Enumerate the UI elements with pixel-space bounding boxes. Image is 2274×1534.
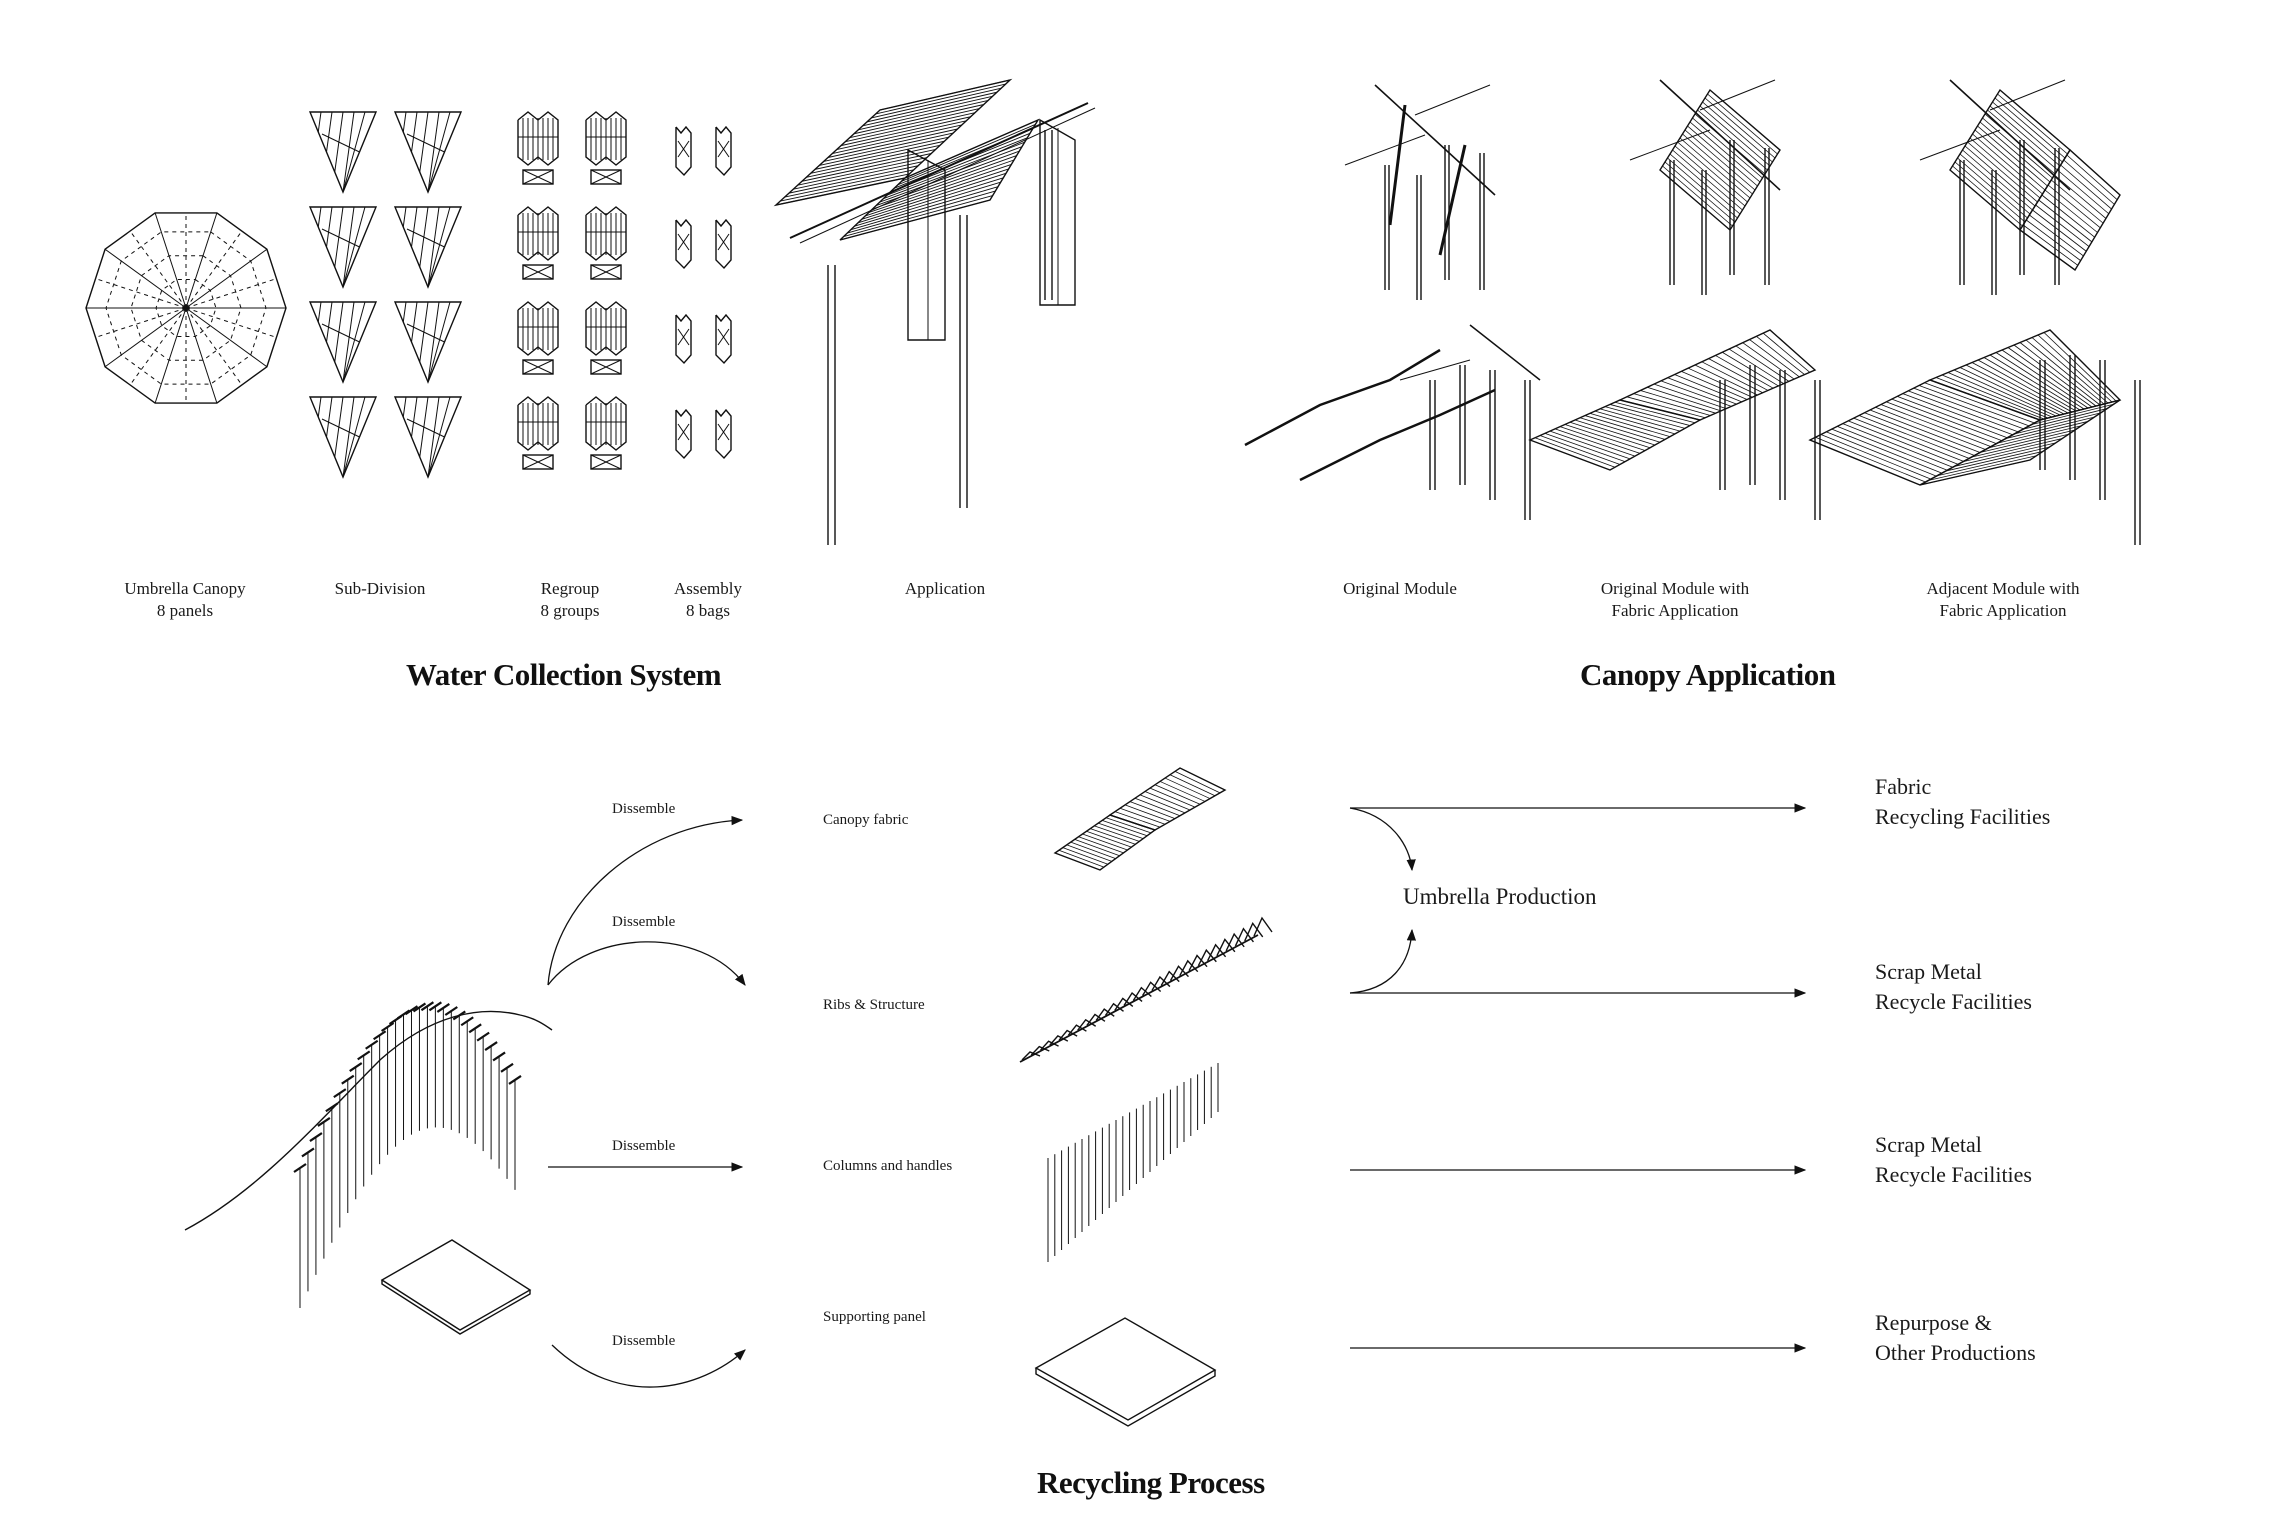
umbrella-production-label: Umbrella Production — [1403, 884, 1597, 909]
dissemble-label-1: Dissemble — [612, 801, 676, 817]
original-module-label: Original Module — [1343, 579, 1457, 598]
dissemble-arrow-1 — [547, 815, 744, 986]
recycling-process-title: Recycling Process — [1037, 1465, 1265, 1500]
dissemble-arrow-2 — [547, 941, 746, 986]
original-module-top — [1344, 84, 1496, 300]
step-sub-division-label: Sub-Division — [334, 579, 426, 598]
original-module-fabric-top — [1629, 79, 1781, 295]
component-canopy-fabric: Canopy fabric — [823, 812, 909, 828]
dissemble-arrow-4 — [551, 1344, 746, 1388]
water-collection-title: Water Collection System — [406, 657, 722, 692]
columns-handles-component — [1047, 1063, 1219, 1262]
to-umbrella-production-arrow — [1349, 807, 1416, 872]
canopy-application-title: Canopy Application — [1580, 657, 1836, 692]
step-application-label: Application — [904, 579, 986, 598]
assembly-drawing — [675, 125, 732, 460]
regroup-drawing — [517, 111, 627, 470]
application-drawing — [773, 78, 1096, 545]
original-module-fabric-bottom — [1528, 329, 1821, 520]
ribs-structure-component — [1019, 916, 1273, 1063]
adjacent-module-fabric-bottom — [1808, 329, 2141, 545]
destination-repurpose: Repurpose &Other Productions — [1875, 1310, 2036, 1365]
dissemble-label-4: Dissemble — [612, 1333, 676, 1349]
component-supporting-panel: Supporting panel — [823, 1309, 926, 1325]
supporting-panel-component — [1034, 1317, 1217, 1427]
adjacent-module-fabric-top — [1919, 79, 2121, 295]
original-module-bottom — [1244, 324, 1541, 520]
component-ribs-structure: Ribs & Structure — [823, 997, 925, 1013]
dissemble-label-2: Dissemble — [612, 914, 676, 930]
canopy-fabric-component — [1053, 767, 1227, 871]
recycling-assembled-structure — [184, 1001, 553, 1335]
sub-division-drawing — [308, 111, 463, 479]
dissemble-label-3: Dissemble — [612, 1138, 676, 1154]
from-ribs-to-production-arrow — [1349, 928, 1417, 994]
component-columns-handles: Columns and handles — [823, 1158, 953, 1174]
umbrella-canopy-drawing — [85, 212, 287, 404]
